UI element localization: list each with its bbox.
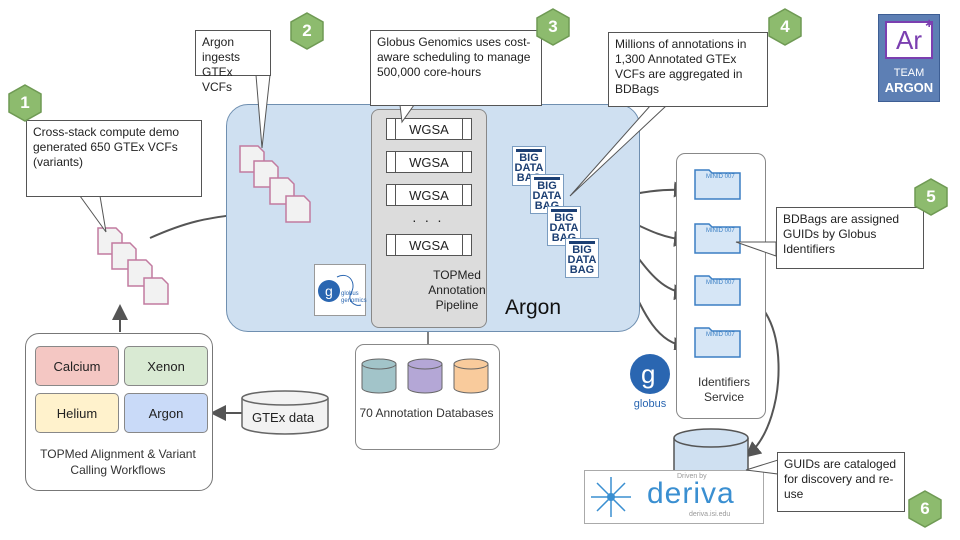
team-argon-logo: Ar ✱ TEAM ARGON <box>878 14 940 102</box>
step-number: 1 <box>20 93 30 112</box>
gtex-data-label: GTEx data <box>252 410 315 425</box>
bdbag: BIG DATA BAG <box>565 238 599 278</box>
deriva-tagline: Driven by <box>677 473 707 480</box>
bdbag: BIG DATA BAG <box>512 146 546 186</box>
workflows-caption: TOPMed Alignment & Variant Calling Workf… <box>40 447 196 477</box>
workflow-argon: Argon <box>124 393 208 433</box>
wgsa-task: WGSA <box>386 151 472 173</box>
team-argon-line1: TEAM <box>893 67 925 79</box>
step-badge-3: 3 <box>534 8 572 46</box>
annotation-databases-icons <box>361 358 489 394</box>
step-badge-1: 1 <box>6 84 44 122</box>
step-number: 3 <box>548 17 558 36</box>
minid-label: MINID 007 <box>706 174 735 180</box>
bdbag: BIG DATA BAG <box>547 206 581 246</box>
deriva-url: deriva.isi.edu <box>689 511 731 518</box>
svg-text:g: g <box>325 283 333 299</box>
wgsa-task: WGSA <box>386 184 472 206</box>
star-icon: ✱ <box>925 19 934 30</box>
pipeline-label: TOPMed Annotation Pipeline <box>428 268 486 312</box>
workflow-helium: Helium <box>35 393 119 433</box>
databases-caption: 70 Annotation Databases <box>359 406 494 420</box>
minid-label: MINID 007 <box>706 228 735 234</box>
svg-text:g: g <box>641 359 655 389</box>
annotation-pipeline-box <box>371 109 487 328</box>
step-badge-5: 5 <box>912 178 950 216</box>
step-badge-6: 6 <box>906 490 944 528</box>
callout-6: GUIDs are cataloged for discovery and re… <box>777 452 905 512</box>
gtex-data-icon <box>241 390 329 435</box>
team-argon-line2: ARGON <box>884 80 934 95</box>
step-number: 2 <box>302 21 312 40</box>
wgsa-task: WGSA <box>386 118 472 140</box>
minid-folders <box>694 169 741 358</box>
globus-logo-text: globus <box>633 398 667 410</box>
globus-logo: g globus <box>624 350 676 412</box>
step-number: 5 <box>926 187 936 206</box>
callout-3: Globus Genomics uses cost-aware scheduli… <box>370 30 542 106</box>
workflow-xenon: Xenon <box>124 346 208 386</box>
globus-genomics-logo-text: globus genomics <box>341 291 367 304</box>
vcf-stack-ingested <box>239 145 311 223</box>
wgsa-ellipsis: · · · <box>412 212 444 228</box>
wgsa-task: WGSA <box>386 234 472 256</box>
globus-genomics-logo: g globus genomics <box>314 264 367 316</box>
callout-5: BDBags are assigned GUIDs by Globus Iden… <box>776 207 924 269</box>
callout-1: Cross-stack compute demo generated 650 G… <box>26 120 202 197</box>
argon-element-symbol: Ar <box>885 21 933 59</box>
step-number: 6 <box>920 499 930 518</box>
step-number: 4 <box>780 17 790 36</box>
callout-2: Argon ingests GTEx VCFs <box>195 30 271 94</box>
minid-label: MINID 007 <box>706 332 735 338</box>
deriva-logo: Driven by deriva deriva.isi.edu <box>584 470 764 524</box>
identifiers-caption: Identifiers Service <box>697 375 751 404</box>
workflow-calcium: Calcium <box>35 346 119 386</box>
step-badge-2: 2 <box>288 12 326 50</box>
argon-label: Argon <box>505 296 562 319</box>
deriva-wordmark: deriva <box>647 477 735 510</box>
minid-label: MINID 007 <box>706 280 735 286</box>
callout-4: Millions of annotations in 1,300 Annotat… <box>608 32 768 107</box>
vcf-stack-generated <box>97 227 169 305</box>
step-badge-4: 4 <box>766 8 804 46</box>
